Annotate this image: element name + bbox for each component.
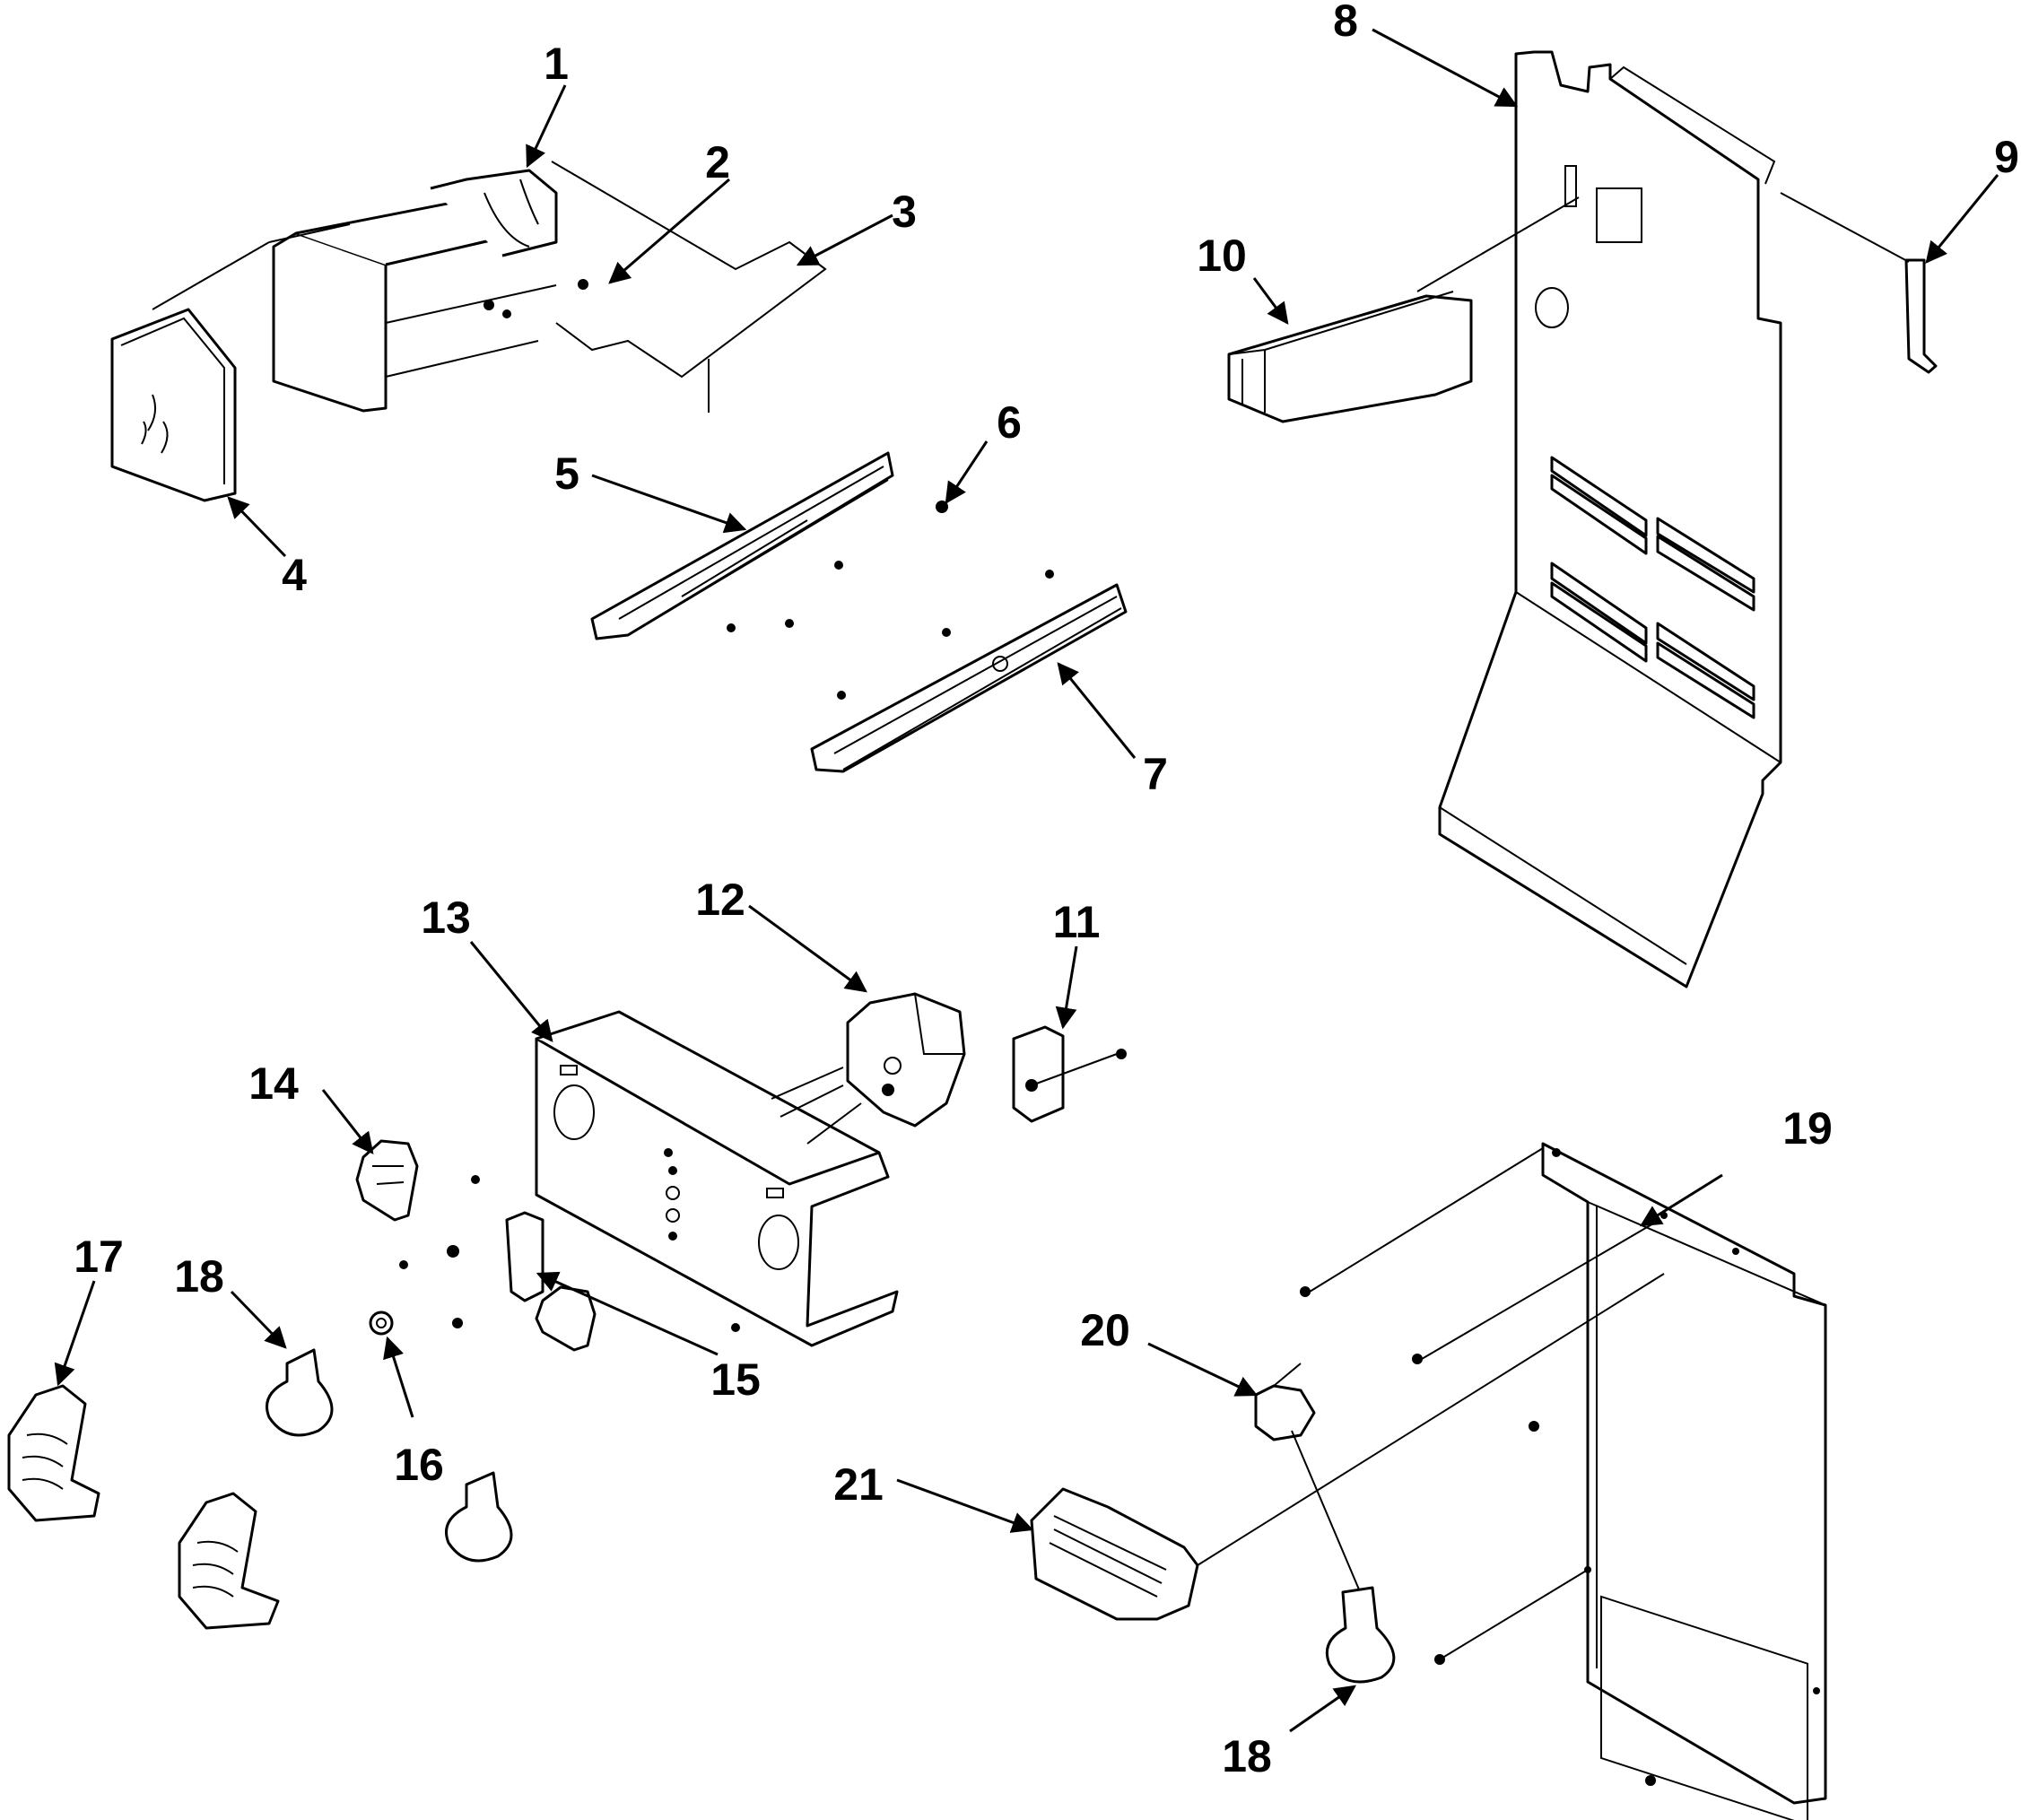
callout-20: 20 <box>1080 1305 1130 1355</box>
callout-14: 14 <box>248 1058 299 1109</box>
part-17-light-cover <box>7 1384 280 1630</box>
callout-7: 7 <box>1143 749 1168 799</box>
callout-2: 2 <box>705 137 730 187</box>
callout-4: 4 <box>282 550 307 600</box>
part-6-screw <box>936 501 948 513</box>
part-14-lamp-socket <box>355 1139 480 1222</box>
callout-1: 1 <box>544 39 569 89</box>
callout-19: 19 <box>1782 1103 1833 1154</box>
callout-15: 15 <box>710 1354 761 1405</box>
part-8-back-panel <box>1438 50 1782 988</box>
callout-10: 10 <box>1197 231 1247 281</box>
callout-18-right: 18 <box>1222 1731 1272 1781</box>
part-5-left-rail <box>590 451 894 640</box>
part-16-nut <box>369 1311 394 1336</box>
callout-9: 9 <box>1994 132 2019 182</box>
callout-13: 13 <box>421 893 471 943</box>
callout-3: 3 <box>892 187 917 237</box>
part-19-lower-panel <box>1300 1142 1827 1820</box>
part-12-motor <box>771 992 966 1145</box>
part-21-light-cover <box>1030 1273 1665 1621</box>
callout-numbers: 1 2 3 4 5 6 7 8 9 10 11 12 13 14 15 16 1… <box>74 0 2019 1781</box>
part-15-clip <box>399 1211 740 1332</box>
part-4-ice-maker-cover <box>110 308 237 502</box>
callout-5: 5 <box>554 448 579 499</box>
callout-11: 11 <box>1053 897 1101 947</box>
part-9-bracket <box>1780 192 1938 374</box>
callout-12: 12 <box>695 875 745 925</box>
part-18-bulb-right <box>1291 1430 1396 1684</box>
callout-16: 16 <box>394 1440 444 1490</box>
part-18-bulb-left <box>266 1348 513 1563</box>
part-13-mounting-bracket <box>535 1010 899 1347</box>
callout-leaders <box>54 28 1999 1733</box>
part-3-shutoff-arm <box>551 161 827 413</box>
part-7-right-rail <box>810 570 1128 773</box>
callout-6: 6 <box>997 397 1022 448</box>
part-10-duct <box>1227 196 1580 423</box>
callout-21: 21 <box>833 1459 884 1510</box>
ice-maker-body <box>152 169 588 413</box>
callout-8: 8 <box>1333 0 1358 46</box>
part-11-switch <box>1012 1025 1127 1123</box>
callout-17: 17 <box>74 1232 124 1282</box>
callout-18-left: 18 <box>174 1251 224 1302</box>
part-20-lamp-socket <box>1254 1363 1316 1441</box>
ice-maker-assembly <box>110 161 827 502</box>
